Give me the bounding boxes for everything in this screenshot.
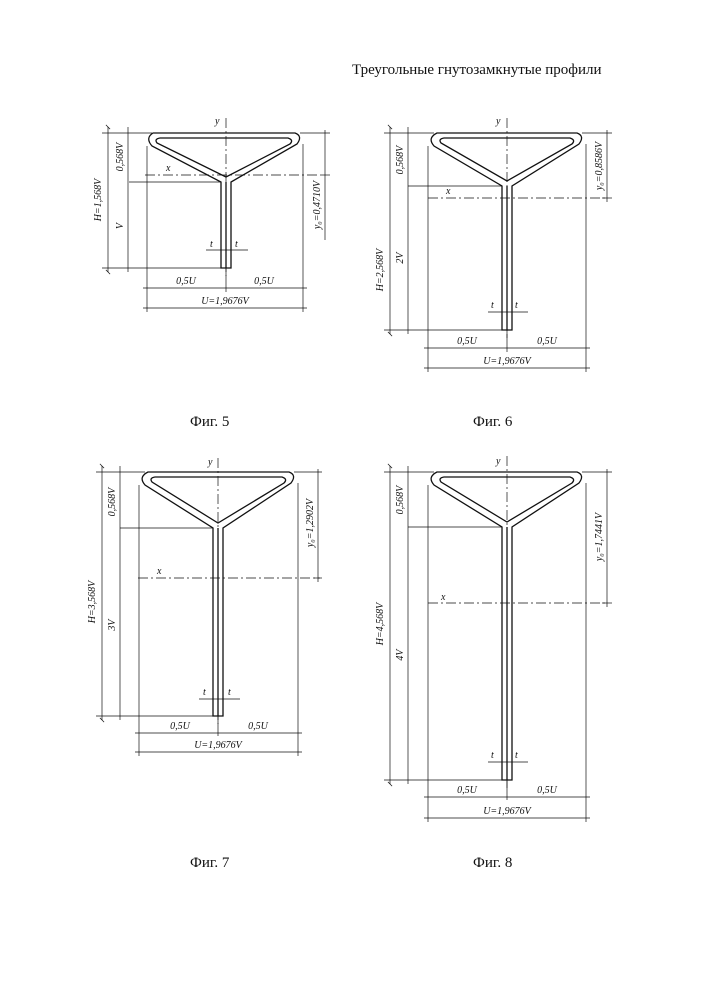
figure-5: H=1,568V 0,568V V y₀=0,4710V 0,5U 0,5U U… bbox=[93, 116, 330, 312]
half-width-left-label: 0,5U bbox=[170, 721, 191, 732]
half-width-right-label: 0,5U bbox=[248, 721, 269, 732]
centroid-label: y₀=1,7441V bbox=[594, 511, 605, 562]
figure-8: H=4,568V 0,568V 4V y₀=1,7441V 0,5U 0,5U … bbox=[375, 456, 612, 822]
web-height-label: V bbox=[115, 221, 126, 229]
dimension-labels: H=4,568V 0,568V 4V y₀=1,7441V 0,5U 0,5U … bbox=[375, 456, 605, 817]
half-width-right-label: 0,5U bbox=[537, 785, 558, 796]
width-label: U=1,9676V bbox=[483, 806, 532, 817]
profile-outline bbox=[431, 133, 581, 330]
figure-7-caption: Фиг. 7 bbox=[190, 855, 229, 872]
axis-lines bbox=[428, 456, 608, 788]
y-axis-label: y bbox=[214, 116, 220, 127]
width-label: U=1,9676V bbox=[483, 356, 532, 367]
thickness-label-left: t bbox=[210, 239, 213, 250]
figure-8-caption: Фиг. 8 bbox=[473, 855, 512, 872]
half-width-right-label: 0,5U bbox=[537, 336, 558, 347]
y-axis-label: y bbox=[495, 116, 501, 127]
y-axis-label: y bbox=[207, 457, 213, 468]
x-axis-label: x bbox=[165, 163, 171, 174]
figure-5-caption: Фиг. 5 bbox=[190, 414, 229, 431]
dimension-labels: H=2,568V 0,568V 2V y₀=0,8586V 0,5U 0,5U … bbox=[375, 116, 605, 367]
dimension-labels: H=3,568V 0,568V 3V y₀=1,2902V 0,5U 0,5U … bbox=[87, 457, 316, 751]
height-label: H=1,568V bbox=[93, 177, 104, 222]
thickness-label-right: t bbox=[235, 239, 238, 250]
height-label: H=2,568V bbox=[375, 247, 386, 292]
web-height-label: 2V bbox=[395, 251, 406, 264]
width-label: U=1,9676V bbox=[201, 296, 250, 307]
x-axis-label: x bbox=[156, 566, 162, 577]
x-axis-label: x bbox=[445, 186, 451, 197]
figure-6: H=2,568V 0,568V 2V y₀=0,8586V 0,5U 0,5U … bbox=[375, 116, 612, 372]
y-axis-label: y bbox=[495, 456, 501, 467]
profile-outline bbox=[431, 472, 581, 780]
width-label: U=1,9676V bbox=[194, 740, 243, 751]
web-height-label: 3V bbox=[107, 618, 118, 632]
dimension-lines bbox=[384, 127, 612, 372]
thickness-label-right: t bbox=[515, 300, 518, 311]
thickness-label-right: t bbox=[515, 750, 518, 761]
dimension-lines bbox=[102, 127, 330, 312]
thickness-label-left: t bbox=[203, 687, 206, 698]
centroid-label: y₀=0,4710V bbox=[312, 179, 323, 230]
figure-6-caption: Фиг. 6 bbox=[473, 414, 512, 431]
axis-lines bbox=[145, 118, 320, 276]
figure-7: H=3,568V 0,568V 3V y₀=1,2902V 0,5U 0,5U … bbox=[87, 457, 322, 756]
top-height-label: 0,568V bbox=[107, 486, 118, 517]
thickness-label-right: t bbox=[228, 687, 231, 698]
centroid-label: y₀=0,8586V bbox=[594, 140, 605, 191]
thickness-label-left: t bbox=[491, 300, 494, 311]
web-height-label: 4V bbox=[395, 648, 406, 661]
half-width-left-label: 0,5U bbox=[457, 785, 478, 796]
profile-outline bbox=[149, 133, 300, 268]
top-height-label: 0,568V bbox=[395, 484, 406, 515]
dimension-lines bbox=[96, 466, 322, 756]
height-label: H=4,568V bbox=[375, 601, 386, 646]
centroid-label: y₀=1,2902V bbox=[305, 497, 316, 548]
half-width-right-label: 0,5U bbox=[254, 276, 275, 287]
height-label: H=3,568V bbox=[87, 579, 98, 624]
half-width-left-label: 0,5U bbox=[176, 276, 197, 287]
half-width-left-label: 0,5U bbox=[457, 336, 478, 347]
x-axis-label: x bbox=[440, 592, 446, 603]
top-height-label: 0,568V bbox=[395, 144, 406, 175]
top-height-label: 0,568V bbox=[115, 141, 126, 172]
thickness-label-left: t bbox=[491, 750, 494, 761]
dimension-lines bbox=[384, 466, 612, 822]
